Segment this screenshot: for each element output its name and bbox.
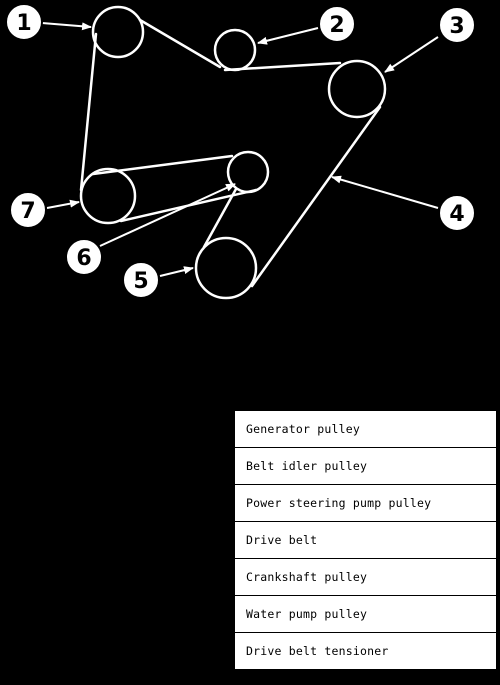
legend-row-3: Power steering pump pulley [235,485,497,522]
callouts: 1 2 3 4 5 6 7 [5,3,476,299]
callout-4: 4 [438,194,476,232]
callout-7: 7 [9,191,47,229]
callout-3-number: 3 [449,14,464,39]
legend-row-7-label: Drive belt tensioner [246,644,389,658]
legend-row-3-label: Power steering pump pulley [246,496,432,510]
callout-3: 3 [438,6,476,44]
legend-row-6: Water pump pulley [235,596,497,633]
callout-6: 6 [65,238,103,276]
legend-row-5: Crankshaft pulley [235,559,497,596]
legend-row-1: Generator pulley [235,411,497,448]
callout-2-number: 2 [329,13,344,38]
callout-4-number: 4 [449,202,464,227]
legend-row-4: Drive belt [235,522,497,559]
pulleys [79,5,387,300]
legend-row-7: Drive belt tensioner [235,633,497,670]
generator-pulley [91,5,145,59]
callout-7-number: 7 [20,199,35,224]
power-steering-pump-pulley [327,59,387,119]
legend-table: Generator pulley Belt idler pulley Power… [234,410,497,670]
drive-belt [79,18,382,288]
callout-5: 5 [122,261,160,299]
callout-6-number: 6 [76,246,91,271]
belt-idler-pulley [213,28,257,72]
callout-5-number: 5 [133,269,148,294]
legend-row-5-label: Crankshaft pulley [246,570,368,584]
legend-row-2: Belt idler pulley [235,448,497,485]
callout-leaders [41,22,439,277]
legend-row-4-label: Drive belt [246,533,318,547]
callout-1: 1 [5,3,43,41]
crankshaft-pulley [194,236,258,300]
drive-belt-tensioner [79,167,137,225]
callout-1-number: 1 [16,11,31,36]
legend-row-1-label: Generator pulley [246,422,360,436]
legend-row-6-label: Water pump pulley [246,607,368,621]
legend-row-2-label: Belt idler pulley [246,459,368,473]
callout-2: 2 [318,5,356,43]
water-pump-pulley [226,150,270,194]
